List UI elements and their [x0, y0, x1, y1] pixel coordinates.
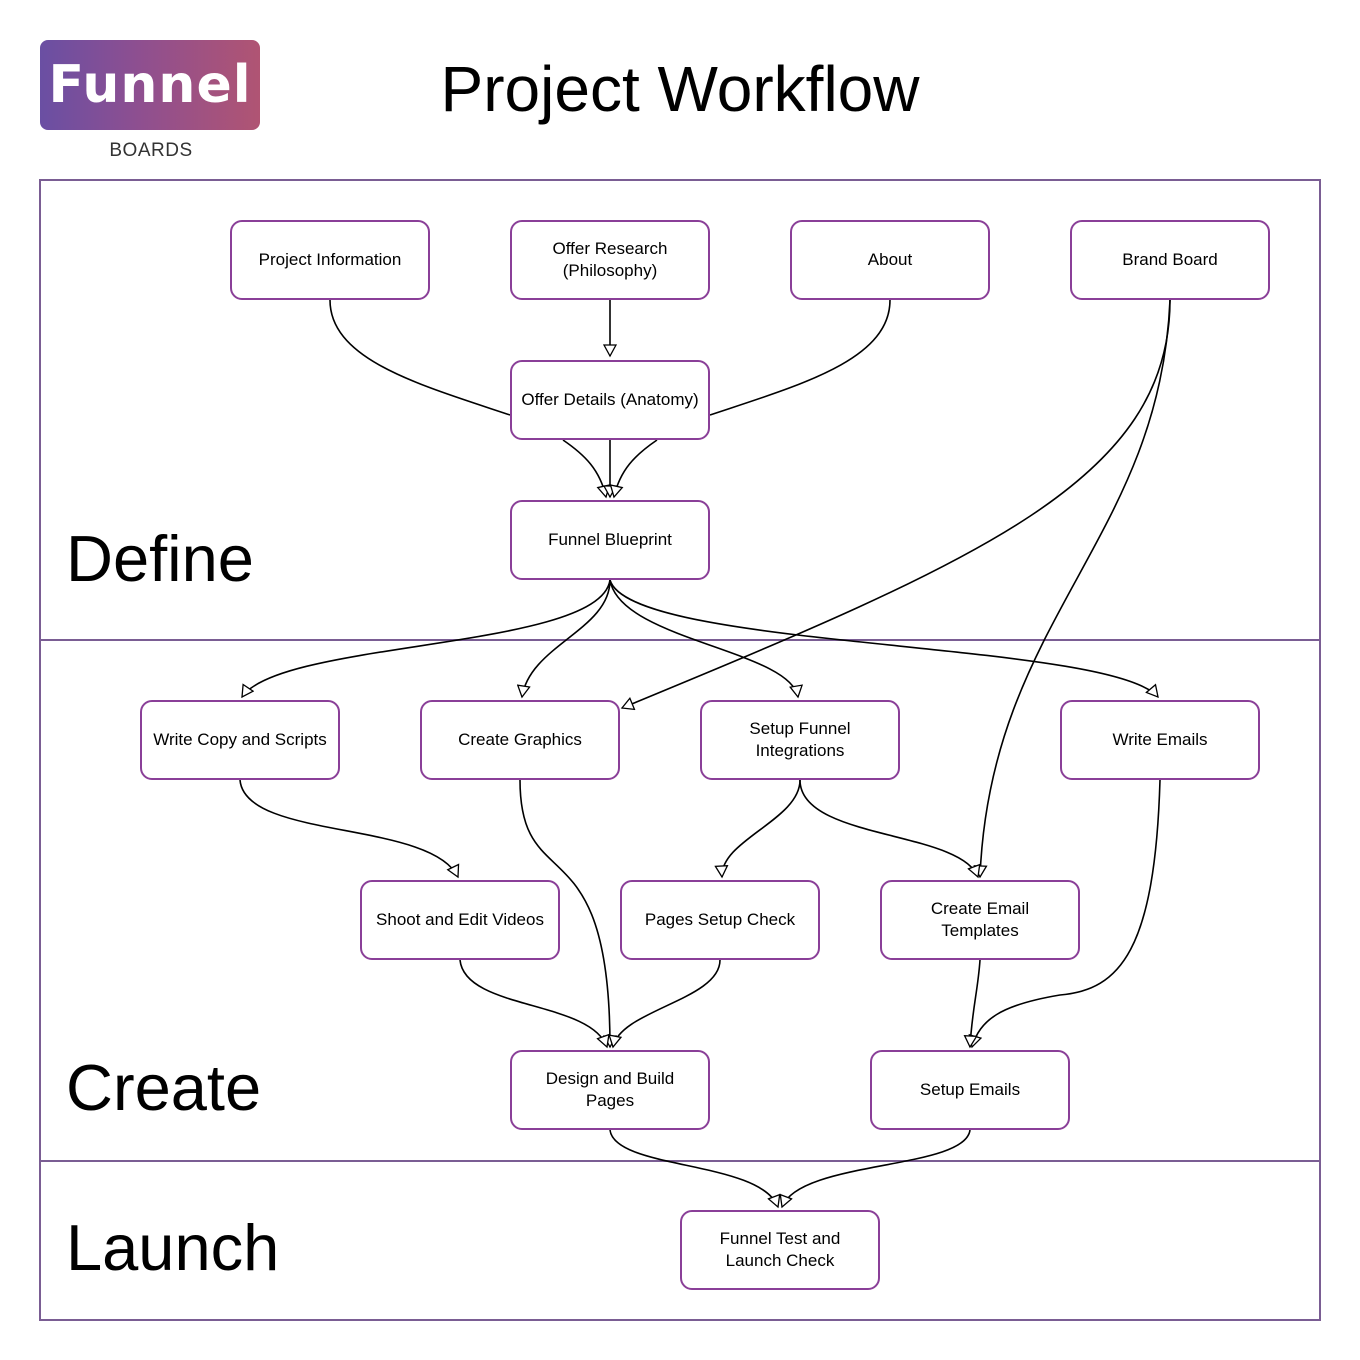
edge-shoot-edit-videos-to-design-build-pages — [459, 959, 607, 1047]
node-pages-setup-check[interactable]: Pages Setup Check — [620, 880, 820, 960]
node-create-graphics[interactable]: Create Graphics — [420, 700, 620, 780]
edge-pages-setup-check-to-design-build-pages — [613, 959, 721, 1047]
edge-setup-funnel-integrations-to-pages-setup-check — [722, 779, 801, 877]
node-setup-emails[interactable]: Setup Emails — [870, 1050, 1070, 1130]
node-brand-board[interactable]: Brand Board — [1070, 220, 1270, 300]
edge-funnel-blueprint-to-setup-funnel-integrations — [609, 579, 798, 697]
node-offer-details[interactable]: Offer Details (Anatomy) — [510, 360, 710, 440]
edge-create-email-templates-to-setup-emails — [970, 959, 981, 1047]
section-label-define: Define — [66, 522, 254, 595]
node-setup-funnel-integrations[interactable]: Setup Funnel Integrations — [700, 700, 900, 780]
page-title: Project Workflow — [440, 53, 920, 125]
edge-about-to-funnel-blueprint — [709, 299, 891, 416]
section-launch — [39, 1160, 1321, 1321]
node-funnel-blueprint[interactable]: Funnel Blueprint — [510, 500, 710, 580]
edge-offer-details-to-funnel-blueprint-right — [614, 439, 658, 497]
edge-setup-funnel-integrations-to-create-email-templates — [799, 779, 978, 877]
edge-funnel-blueprint-to-create-graphics — [522, 579, 611, 697]
edge-create-graphics-to-design-build-pages — [519, 779, 610, 1047]
edge-funnel-blueprint-to-write-copy — [242, 579, 611, 697]
edge-brand-board-to-create-email-templates — [980, 299, 1171, 877]
node-project-information[interactable]: Project Information — [230, 220, 430, 300]
edge-funnel-blueprint-to-write-emails — [609, 579, 1158, 697]
edge-setup-emails-to-funnel-test-launch — [782, 1129, 971, 1207]
node-create-email-templates[interactable]: Create Email Templates — [880, 880, 1080, 960]
edge-design-build-pages-to-funnel-test-launch — [609, 1129, 778, 1207]
node-write-copy[interactable]: Write Copy and Scripts — [140, 700, 340, 780]
edge-project-information-to-funnel-blueprint — [329, 299, 511, 416]
edge-offer-details-to-funnel-blueprint-left — [562, 439, 606, 497]
edge-brand-board-to-create-graphics — [622, 299, 1171, 708]
node-write-emails[interactable]: Write Emails — [1060, 700, 1260, 780]
section-label-launch: Launch — [66, 1211, 280, 1284]
logo-subtitle: BOARDS — [109, 140, 193, 161]
section-label-create: Create — [66, 1051, 262, 1124]
node-funnel-test-launch[interactable]: Funnel Test and Launch Check — [680, 1210, 880, 1290]
node-design-build-pages[interactable]: Design and Build Pages — [510, 1050, 710, 1130]
edge-write-copy-to-shoot-edit-videos — [239, 779, 458, 877]
node-shoot-edit-videos[interactable]: Shoot and Edit Videos — [360, 880, 560, 960]
edge-write-emails-to-setup-emails — [972, 779, 1161, 1047]
funnel-logo: Funnel — [40, 40, 260, 130]
node-offer-research[interactable]: Offer Research (Philosophy) — [510, 220, 710, 300]
logo-wordmark: Funnel — [48, 55, 252, 115]
node-about[interactable]: About — [790, 220, 990, 300]
